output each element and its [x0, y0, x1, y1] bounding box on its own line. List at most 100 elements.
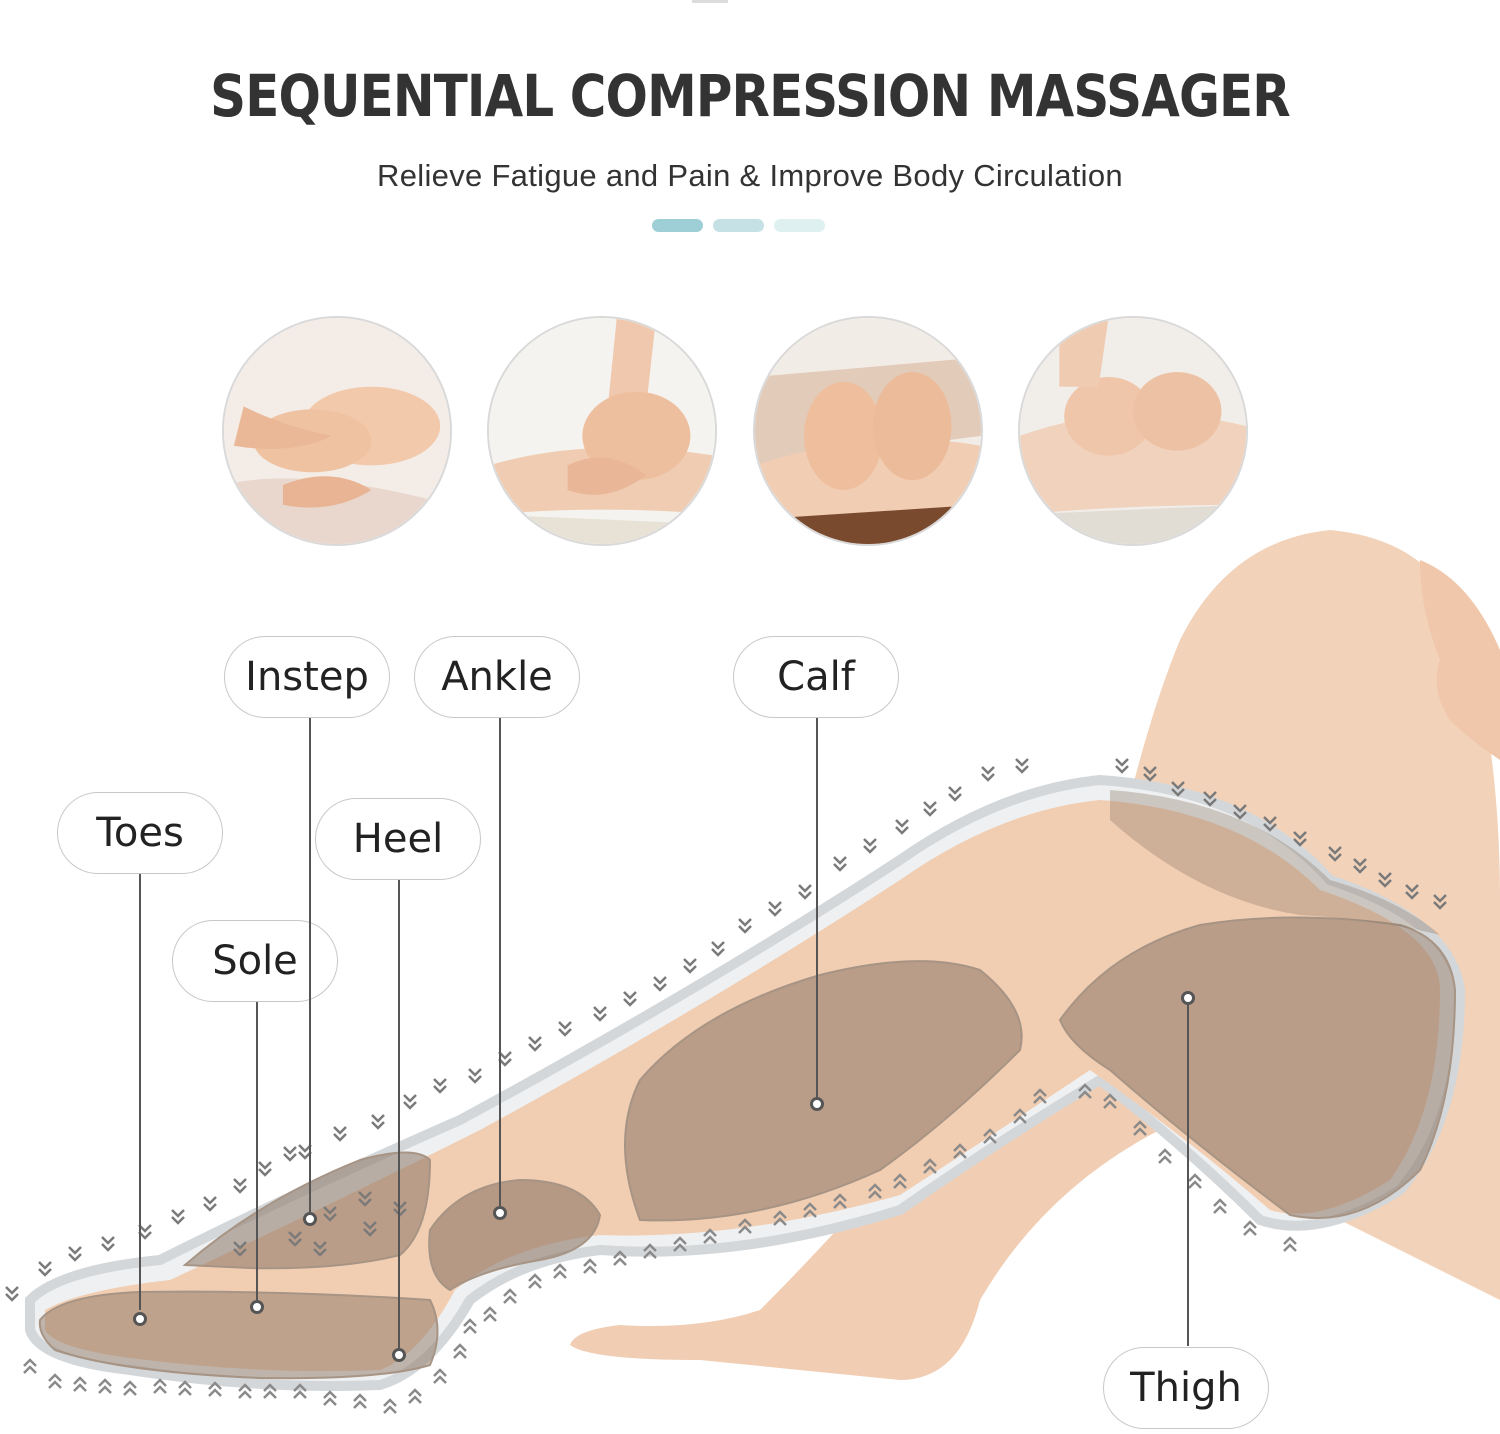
pressure-arrow-down-icon — [498, 1051, 512, 1067]
section-indicator — [652, 219, 825, 232]
pressure-arrow-down-icon — [923, 801, 937, 817]
instep-pin — [303, 1212, 317, 1226]
pressure-arrow-up-icon — [868, 1183, 882, 1199]
thigh-pin — [1181, 991, 1195, 1005]
indicator-dot-2 — [713, 219, 764, 232]
pressure-arrow-down-icon — [1353, 858, 1367, 874]
sole-pin — [250, 1300, 264, 1314]
pressure-arrow-down-icon — [358, 1191, 372, 1207]
pressure-arrow-down-icon — [1433, 894, 1447, 910]
indicator-dot-3 — [774, 219, 825, 232]
sole-leader — [256, 1002, 258, 1300]
pressure-arrow-up-icon — [208, 1381, 222, 1397]
pressure-arrow-down-icon — [171, 1209, 185, 1225]
pressure-arrow-up-icon — [153, 1378, 167, 1394]
pressure-arrow-up-icon — [433, 1368, 447, 1384]
pressure-arrow-down-icon — [1263, 816, 1277, 832]
sole-label: Sole — [172, 920, 338, 1002]
pressure-arrow-up-icon — [1158, 1148, 1172, 1164]
pressure-arrow-down-icon — [363, 1221, 377, 1237]
pressure-arrow-down-icon — [68, 1246, 82, 1262]
pressure-arrow-up-icon — [323, 1390, 337, 1406]
pressure-arrow-down-icon — [558, 1021, 572, 1037]
pressure-arrow-down-icon — [403, 1094, 417, 1110]
heel-leader — [398, 880, 400, 1350]
pressure-arrow-down-icon — [1143, 766, 1157, 782]
pressure-arrow-down-icon — [233, 1241, 247, 1257]
toes-leader — [139, 874, 141, 1310]
calf-label: Calf — [733, 636, 899, 718]
pressure-arrow-up-icon — [528, 1273, 542, 1289]
thigh-label: Thigh — [1103, 1347, 1269, 1429]
page-title: SEQUENTIAL COMPRESSION MASSAGER — [210, 62, 1291, 130]
pressure-arrow-down-icon — [258, 1161, 272, 1177]
ankle-leader — [499, 718, 501, 1206]
pressure-arrow-up-icon — [238, 1383, 252, 1399]
pressure-arrow-down-icon — [623, 991, 637, 1007]
heel-pin — [392, 1348, 406, 1362]
instep-label: Instep — [224, 636, 390, 718]
pressure-arrow-down-icon — [738, 918, 752, 934]
pressure-arrow-down-icon — [371, 1114, 385, 1130]
pressure-arrow-down-icon — [593, 1006, 607, 1022]
pressure-arrow-down-icon — [1015, 758, 1029, 774]
pressure-arrow-up-icon — [123, 1380, 137, 1396]
pressure-arrow-down-icon — [1328, 846, 1342, 862]
pressure-arrow-up-icon — [1078, 1083, 1092, 1099]
pressure-arrow-down-icon — [1171, 781, 1185, 797]
ankle-pin — [493, 1206, 507, 1220]
pressure-arrow-down-icon — [433, 1078, 447, 1094]
pressure-arrow-up-icon — [953, 1143, 967, 1159]
pressure-arrow-down-icon — [1203, 791, 1217, 807]
thigh-chamber — [1058, 916, 1457, 1219]
pressure-arrow-down-icon — [5, 1286, 19, 1302]
top-divider — [692, 0, 728, 3]
heel-label: Heel — [315, 798, 481, 880]
pressure-arrow-up-icon — [1133, 1120, 1147, 1136]
calf-leader — [816, 718, 818, 1098]
pressure-arrow-down-icon — [288, 1231, 302, 1247]
pressure-arrow-up-icon — [263, 1383, 277, 1399]
pressure-arrow-down-icon — [711, 941, 725, 957]
thigh-massage-photo — [1018, 316, 1248, 546]
toes-pin — [133, 1312, 147, 1326]
pressure-arrow-down-icon — [333, 1126, 347, 1142]
pressure-arrow-up-icon — [1213, 1198, 1227, 1214]
calf-pin — [810, 1097, 824, 1111]
pressure-arrow-up-icon — [833, 1193, 847, 1209]
indicator-dot-1 — [652, 219, 703, 232]
instep-leader — [309, 718, 311, 1212]
pressure-arrow-up-icon — [1013, 1108, 1027, 1124]
pressure-arrow-up-icon — [1033, 1088, 1047, 1104]
pressure-arrow-up-icon — [73, 1376, 87, 1392]
pressure-arrow-up-icon — [613, 1250, 627, 1266]
pressure-arrow-down-icon — [948, 786, 962, 802]
pressure-arrow-up-icon — [803, 1202, 817, 1218]
instep-chamber — [182, 1151, 432, 1270]
pressure-arrow-up-icon — [178, 1380, 192, 1396]
pressure-arrow-up-icon — [983, 1128, 997, 1144]
pressure-arrow-down-icon — [798, 884, 812, 900]
pressure-arrow-down-icon — [138, 1224, 152, 1240]
pressure-arrow-down-icon — [895, 819, 909, 835]
pressure-arrow-down-icon — [38, 1261, 52, 1277]
pressure-arrow-up-icon — [483, 1306, 497, 1322]
pressure-arrow-down-icon — [528, 1036, 542, 1052]
pressure-arrow-down-icon — [203, 1196, 217, 1212]
pressure-arrow-up-icon — [553, 1263, 567, 1279]
pressure-arrow-up-icon — [923, 1158, 937, 1174]
foot-massage-photo — [222, 316, 452, 546]
pressure-arrow-up-icon — [893, 1173, 907, 1189]
pressure-arrow-up-icon — [293, 1383, 307, 1399]
pressure-arrow-down-icon — [1405, 884, 1419, 900]
pressure-arrow-down-icon — [313, 1241, 327, 1257]
pressure-arrow-up-icon — [703, 1228, 717, 1244]
pressure-arrow-up-icon — [1188, 1173, 1202, 1189]
pressure-arrow-up-icon — [48, 1373, 62, 1389]
pressure-arrow-up-icon — [673, 1236, 687, 1252]
pressure-arrow-down-icon — [101, 1236, 115, 1252]
pressure-arrow-up-icon — [1103, 1093, 1117, 1109]
toes-label: Toes — [57, 792, 223, 874]
pressure-arrow-up-icon — [453, 1343, 467, 1359]
pressure-arrow-down-icon — [653, 976, 667, 992]
